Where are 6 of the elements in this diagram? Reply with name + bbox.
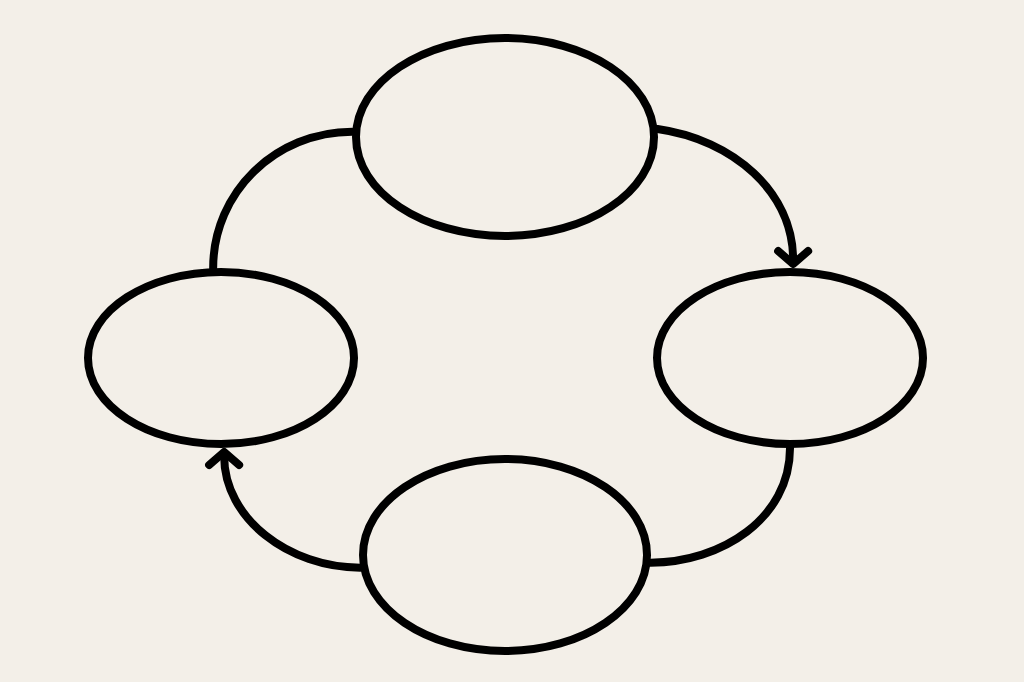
ellipse bbox=[653, 268, 927, 448]
ellipse bbox=[84, 268, 358, 448]
ellipse bbox=[352, 34, 658, 240]
connector-line bbox=[646, 444, 794, 567]
ellipse bbox=[359, 455, 651, 655]
arrow bbox=[205, 448, 365, 572]
